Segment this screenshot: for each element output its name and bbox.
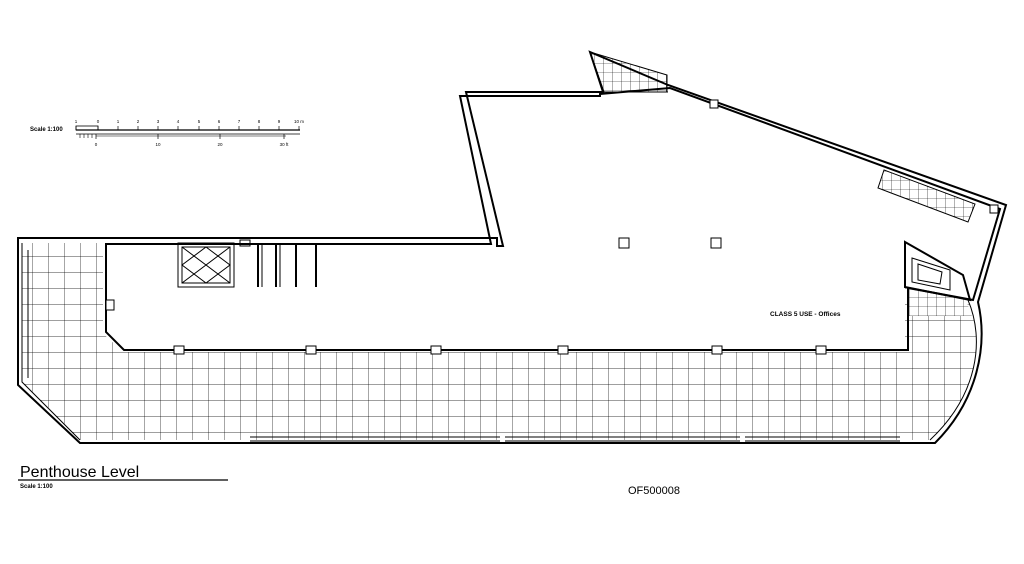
- column: [709, 99, 719, 109]
- skylight-strip: [877, 169, 976, 223]
- drawing-title: Penthouse Level: [20, 464, 139, 481]
- terrace-tiled-area: [22, 243, 977, 440]
- scale-tick-label: 10 m: [294, 119, 304, 124]
- column: [557, 345, 569, 355]
- scale-bar-label: Scale 1:100: [30, 127, 63, 133]
- column: [711, 345, 723, 355]
- structural-columns: [105, 99, 999, 355]
- column: [105, 299, 115, 311]
- column: [430, 345, 442, 355]
- column: [989, 204, 999, 214]
- scale-tick-label: 7: [238, 119, 241, 124]
- scale-tick-label: 1: [117, 119, 120, 124]
- scale-bar-metric-ticks: 1 0 1 2 3 4 5 6 7 8 9 10 m: [75, 119, 304, 130]
- scale-tick-label: 1: [75, 119, 78, 124]
- room-label: CLASS 5 USE - Offices: [770, 311, 841, 318]
- scale-tick-label: 8: [258, 119, 261, 124]
- scale-tick-label: 2: [137, 119, 140, 124]
- column: [618, 237, 630, 249]
- scale-tick-label: 0: [95, 142, 98, 147]
- scale-tick-label: 30 ft: [280, 142, 290, 147]
- scale-tick-label: 10: [155, 142, 161, 147]
- scale-tick-label: 4: [177, 119, 180, 124]
- scale-tick-label: 20: [217, 142, 223, 147]
- scale-tick-label: 0: [97, 119, 100, 124]
- scale-tick-label: 3: [157, 119, 160, 124]
- scale-tick-label: 5: [198, 119, 201, 124]
- service-core: [177, 239, 317, 288]
- drawing-title-scale: Scale 1:100: [20, 484, 53, 490]
- column: [710, 237, 722, 249]
- scale-bar-imperial-ticks: 0 10 20 30 ft: [79, 134, 290, 147]
- scale-tick-label: 6: [218, 119, 221, 124]
- scale-tick-label: 9: [278, 119, 281, 124]
- column: [815, 345, 827, 355]
- drawing-number: OF500008: [628, 485, 680, 497]
- east-terrace-tiled-area: [908, 288, 972, 316]
- column: [173, 345, 185, 355]
- building-walls: [17, 50, 1008, 444]
- column: [305, 345, 317, 355]
